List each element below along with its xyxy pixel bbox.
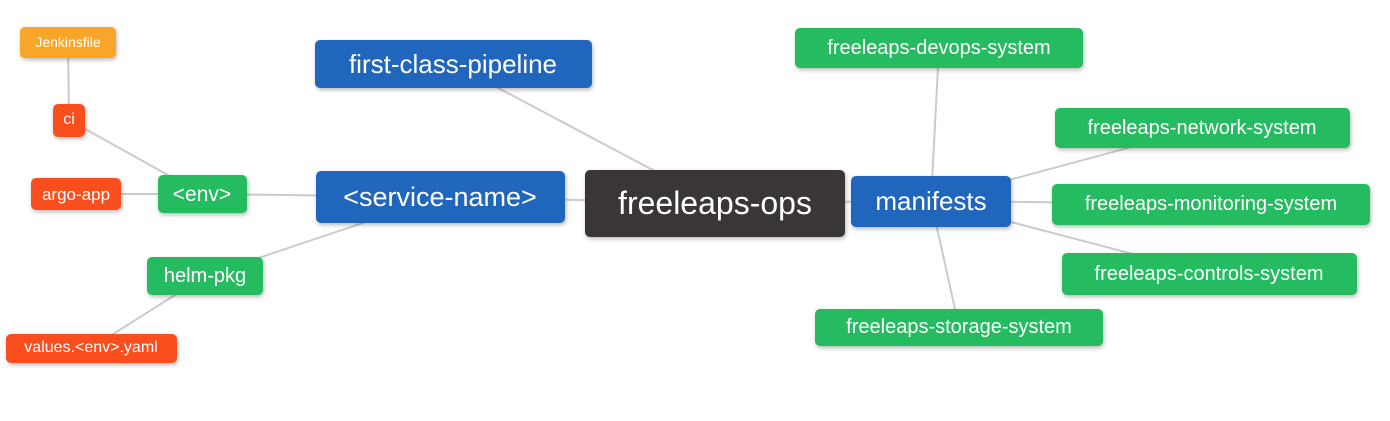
node-ci[interactable]: ci xyxy=(53,103,85,137)
node-network-system[interactable]: freeleaps-network-system xyxy=(1054,108,1350,148)
node-helm-pkg[interactable]: helm-pkg xyxy=(147,257,263,295)
node-freeleaps-ops[interactable]: freeleaps-ops xyxy=(585,169,845,237)
node-manifests[interactable]: manifests xyxy=(851,175,1011,227)
node-controls-system[interactable]: freeleaps-controls-system xyxy=(1061,253,1357,295)
node-values-env-yaml[interactable]: values.<env>.yaml xyxy=(5,333,177,363)
node-devops-system[interactable]: freeleaps-devops-system xyxy=(795,28,1083,68)
node-argo-app[interactable]: argo-app xyxy=(31,178,121,210)
node-monitoring-system[interactable]: freeleaps-monitoring-system xyxy=(1052,183,1370,225)
node-env[interactable]: <env> xyxy=(157,175,247,213)
node-first-class-pipeline[interactable]: first-class-pipeline xyxy=(314,40,592,88)
node-service-name[interactable]: <service-name> xyxy=(315,171,565,223)
node-storage-system[interactable]: freeleaps-storage-system xyxy=(815,308,1103,346)
node-jenkinsfile[interactable]: Jenkinsfile xyxy=(20,26,116,58)
